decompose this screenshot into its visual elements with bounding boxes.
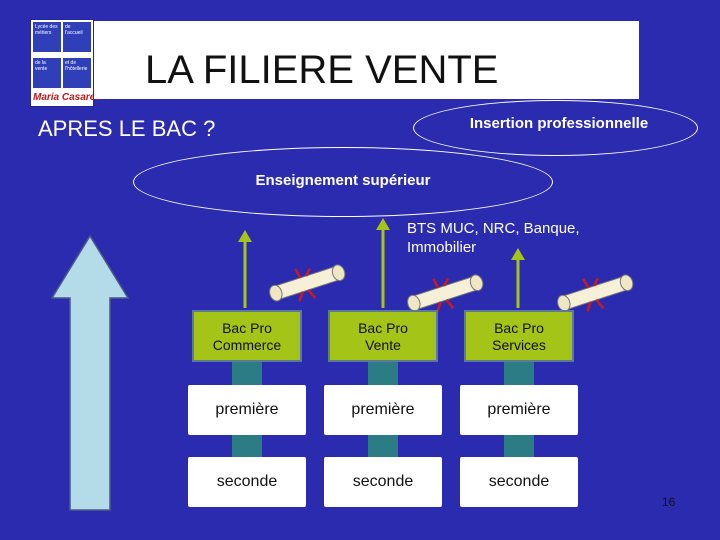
bac-pro-vente-box: Bac Pro Vente (328, 310, 438, 362)
diploma-scroll-icon (269, 264, 346, 302)
bac-line-1: Bac Pro (494, 320, 544, 336)
page-subtitle: APRES LE BAC ? (38, 116, 216, 141)
title-banner (94, 21, 639, 99)
logo-cell: de l'accueil (63, 22, 91, 52)
bac-pro-commerce-box: Bac Pro Commerce (192, 310, 302, 362)
insertion-ellipse (413, 100, 698, 156)
school-logo: Lycée des métiers de l'accueil de la ven… (30, 19, 101, 107)
diploma-scroll-icon (557, 274, 634, 312)
logo-name: Maria Casares (33, 92, 101, 104)
track-connector (504, 358, 534, 386)
bac-line-1: Bac Pro (358, 320, 408, 336)
page-number: 16 (662, 495, 676, 509)
bac-line-2: Commerce (212, 337, 282, 353)
premiere-box: première (188, 385, 306, 435)
big-up-arrow-icon (50, 234, 130, 511)
bac-line-1: Bac Pro (222, 320, 272, 336)
track-connector (232, 358, 262, 386)
premiere-box: première (324, 385, 442, 435)
logo-cell: Lycée des métiers (33, 22, 61, 52)
bac-line-2: Services (492, 337, 546, 353)
diploma-scroll-icon (407, 274, 484, 312)
bac-pro-services-box: Bac Pro Services (464, 310, 574, 362)
track-connector (368, 358, 398, 386)
enseignement-superieur-label: Enseignement supérieur (255, 172, 431, 189)
up-arrow-icon (376, 218, 390, 308)
logo-cell: et de l'hôtellerie (63, 58, 91, 88)
bts-line-1: BTS MUC, NRC, Banque, (407, 220, 580, 237)
seconde-box: seconde (324, 457, 442, 507)
bts-line-2: Immobilier (407, 239, 477, 256)
seconde-box: seconde (460, 457, 578, 507)
enseignement-superieur-ellipse (133, 147, 553, 217)
up-arrow-icon (511, 248, 525, 308)
insertion-label: Insertion professionnelle (469, 115, 649, 132)
seconde-box: seconde (188, 457, 306, 507)
premiere-box: première (460, 385, 578, 435)
bac-line-2: Vente (365, 337, 401, 353)
logo-cell: de la vente (33, 58, 61, 88)
page-title: LA FILIERE VENTE (145, 48, 499, 92)
up-arrow-icon (238, 230, 252, 308)
bts-label: BTS MUC, NRC, Banque, Immobilier (407, 219, 580, 257)
